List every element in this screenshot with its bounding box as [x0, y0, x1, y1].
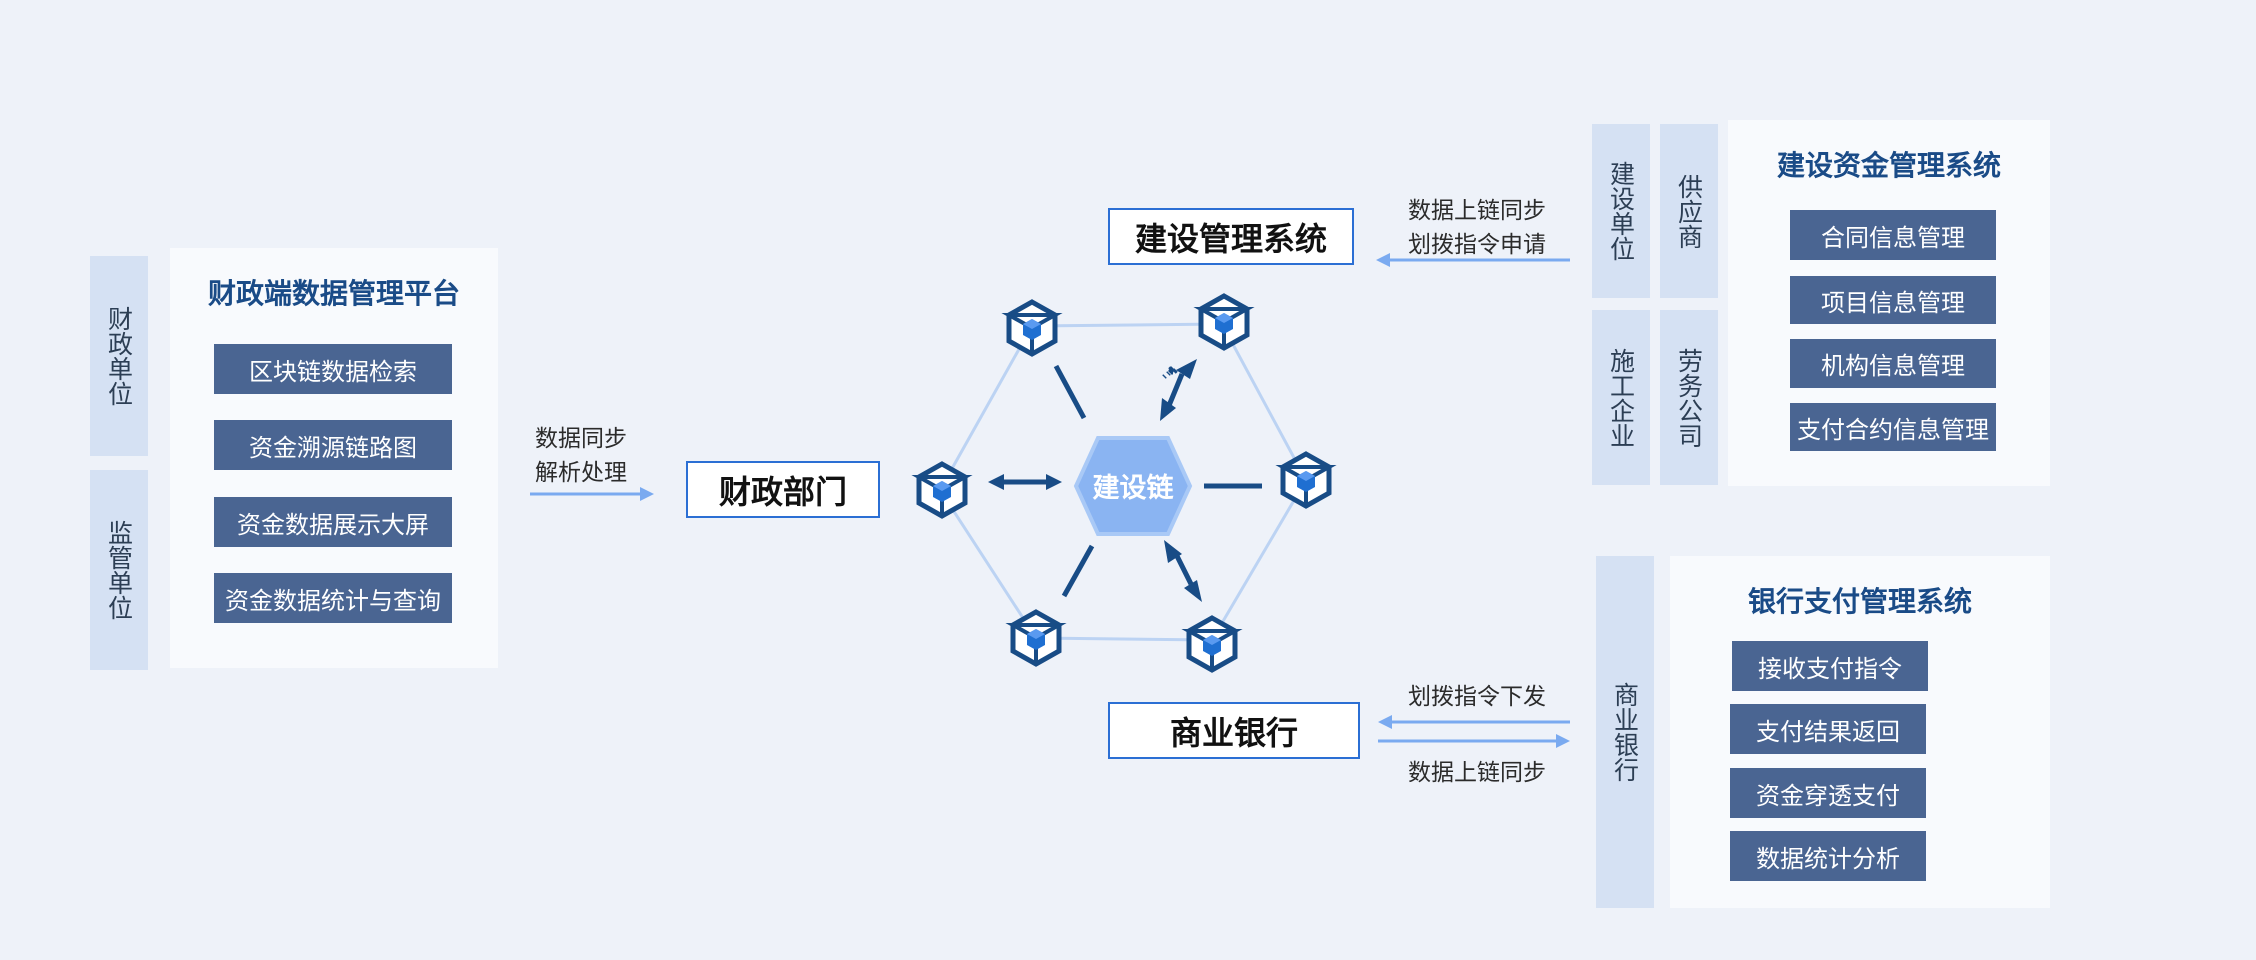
- node-cube-left: [919, 464, 965, 516]
- sync-note-line1: 数据同步: [535, 426, 627, 452]
- center-hub-label: 建设链: [1092, 473, 1174, 504]
- double-arrow-top-right-main: [1162, 366, 1174, 379]
- spoke-bottom-left: [1061, 544, 1095, 598]
- bank-note-top: 划拨指令下发: [1408, 684, 1546, 710]
- tag-commercial-bank: 商业银行: [1596, 556, 1654, 908]
- construction-fund-panel: 建设资金管理系统 合同信息管理 项目信息管理 机构信息管理 支付合约信息管理: [1728, 120, 2050, 486]
- payment-contract-button[interactable]: 支付合约信息管理: [1790, 403, 1996, 451]
- double-arrow-left: [988, 474, 1062, 490]
- blockchain-search-button[interactable]: 区块链数据检索: [214, 344, 452, 394]
- bank-note-bottom: 数据上链同步: [1408, 760, 1546, 786]
- tag-construction-enterprise: 施工企业: [1592, 310, 1650, 485]
- fund-stats-query-button[interactable]: 资金数据统计与查询: [214, 573, 452, 623]
- receive-instruction-button[interactable]: 接收支付指令: [1732, 641, 1928, 691]
- construction-note-line2: 划拨指令申请: [1408, 232, 1546, 258]
- node-cube-right: [1283, 454, 1329, 506]
- construction-note-line1: 数据上链同步: [1408, 198, 1546, 224]
- fund-trace-chart-button[interactable]: 资金溯源链路图: [214, 420, 452, 470]
- org-info-button[interactable]: 机构信息管理: [1790, 339, 1996, 388]
- contract-info-button[interactable]: 合同信息管理: [1790, 210, 1996, 260]
- tag-finance-unit: 财政单位: [90, 256, 148, 456]
- construction-system-box: 建设管理系统: [1108, 208, 1354, 265]
- bank-arrow-right: [1378, 734, 1570, 748]
- node-cube-bottom-right: [1189, 618, 1235, 670]
- construction-arrow: [1376, 253, 1570, 267]
- data-analysis-button[interactable]: 数据统计分析: [1730, 831, 1926, 881]
- commercial-bank-box: 商业银行: [1108, 702, 1360, 759]
- bank-arrow-left: [1378, 715, 1570, 729]
- double-arrow-se-visible: [1164, 540, 1202, 602]
- construction-fund-title: 建设资金管理系统: [1776, 149, 2001, 182]
- finance-department-box: 财政部门: [686, 461, 880, 518]
- sync-note-line2: 解析处理: [535, 460, 627, 486]
- finance-platform-panel: 财政端数据管理平台 区块链数据检索 资金溯源链路图 资金数据展示大屏 资金数据统…: [170, 248, 498, 668]
- center-hub: [1073, 436, 1193, 536]
- finance-platform-title: 财政端数据管理平台: [207, 277, 460, 310]
- node-cube-bottom-left: [1013, 612, 1059, 664]
- payment-result-button[interactable]: 支付结果返回: [1730, 704, 1926, 754]
- tag-supervision-unit: 监管单位: [90, 470, 148, 670]
- tag-construction-unit: 建设单位: [1592, 124, 1650, 298]
- bank-payment-panel: 银行支付管理系统 接收支付指令 支付结果返回 资金穿透支付 数据统计分析: [1670, 556, 2050, 908]
- sync-note: 数据同步 解析处理: [535, 422, 627, 490]
- spoke-top-left: [1053, 364, 1087, 420]
- fund-data-screen-button[interactable]: 资金数据展示大屏: [214, 497, 452, 547]
- node-cube-top-right: [1201, 296, 1247, 348]
- sync-arrow: [530, 487, 654, 501]
- tag-supplier: 供应商: [1660, 124, 1718, 298]
- bank-payment-title: 银行支付管理系统: [1747, 585, 1972, 618]
- penetration-payment-button[interactable]: 资金穿透支付: [1730, 768, 1926, 818]
- node-cube-top-left: [1009, 302, 1055, 354]
- construction-note: 数据上链同步 划拨指令申请: [1408, 194, 1546, 262]
- tag-labor-company: 劳务公司: [1660, 310, 1718, 485]
- diag-arrow-ne-final: [1172, 374, 1174, 378]
- double-arrow-upper: [1172, 368, 1178, 374]
- double-arrow-ne-visible: [1160, 359, 1197, 421]
- project-info-button[interactable]: 项目信息管理: [1790, 276, 1996, 324]
